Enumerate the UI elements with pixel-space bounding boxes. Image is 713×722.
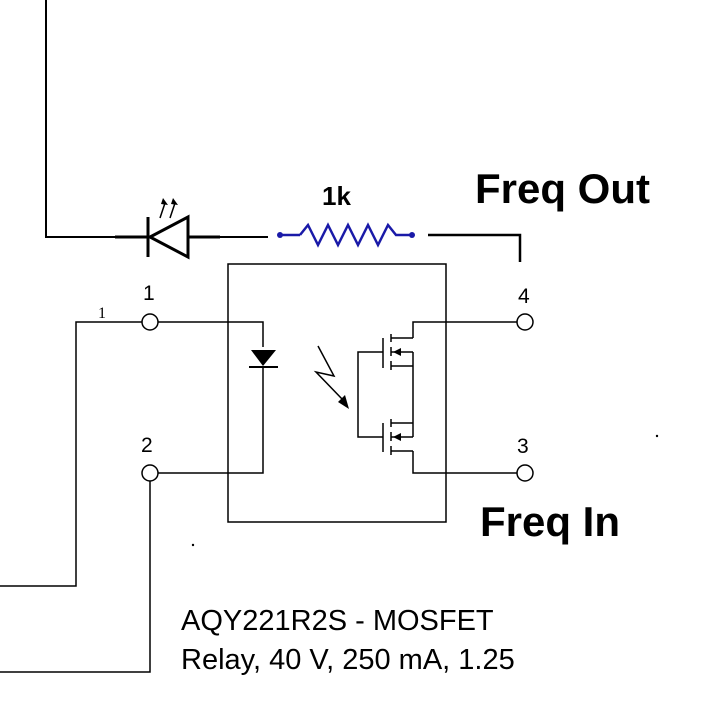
stray-mark: 1 — [98, 305, 106, 322]
wire-pin2-external — [0, 481, 151, 673]
pin-3-terminal — [516, 464, 534, 482]
relay-package-box — [227, 263, 447, 523]
stray-dot — [655, 434, 659, 438]
pin-1-label: 1 — [143, 282, 155, 305]
optical-coupling-arrow-icon — [313, 345, 349, 409]
wire-top-left — [45, 0, 115, 238]
wire-pin1-external — [0, 321, 142, 587]
part-description-line1: AQY221R2S - MOSFET — [181, 605, 494, 637]
wire-pin1-internal — [158, 321, 264, 347]
pin-3-label: 3 — [517, 435, 529, 458]
pin-4-terminal — [516, 313, 534, 331]
internal-led-icon — [249, 350, 278, 368]
stray-dot — [191, 543, 195, 547]
freq-out-label: Freq Out — [475, 165, 650, 212]
pin-2-label: 2 — [141, 434, 153, 457]
mosfet-pair-icon — [357, 321, 517, 474]
pin-2-terminal — [141, 464, 159, 482]
pin-4-label: 4 — [518, 285, 530, 308]
resistor-icon — [277, 222, 415, 248]
wire-pin2-internal — [158, 367, 264, 474]
wire-freq-out — [428, 233, 522, 262]
pin-1-terminal — [141, 313, 159, 331]
led-icon — [115, 198, 220, 260]
freq-in-label: Freq In — [480, 498, 620, 545]
part-description-line2: Relay, 40 V, 250 mA, 1.25 — [181, 644, 515, 676]
resistor-label: 1k — [322, 181, 351, 211]
